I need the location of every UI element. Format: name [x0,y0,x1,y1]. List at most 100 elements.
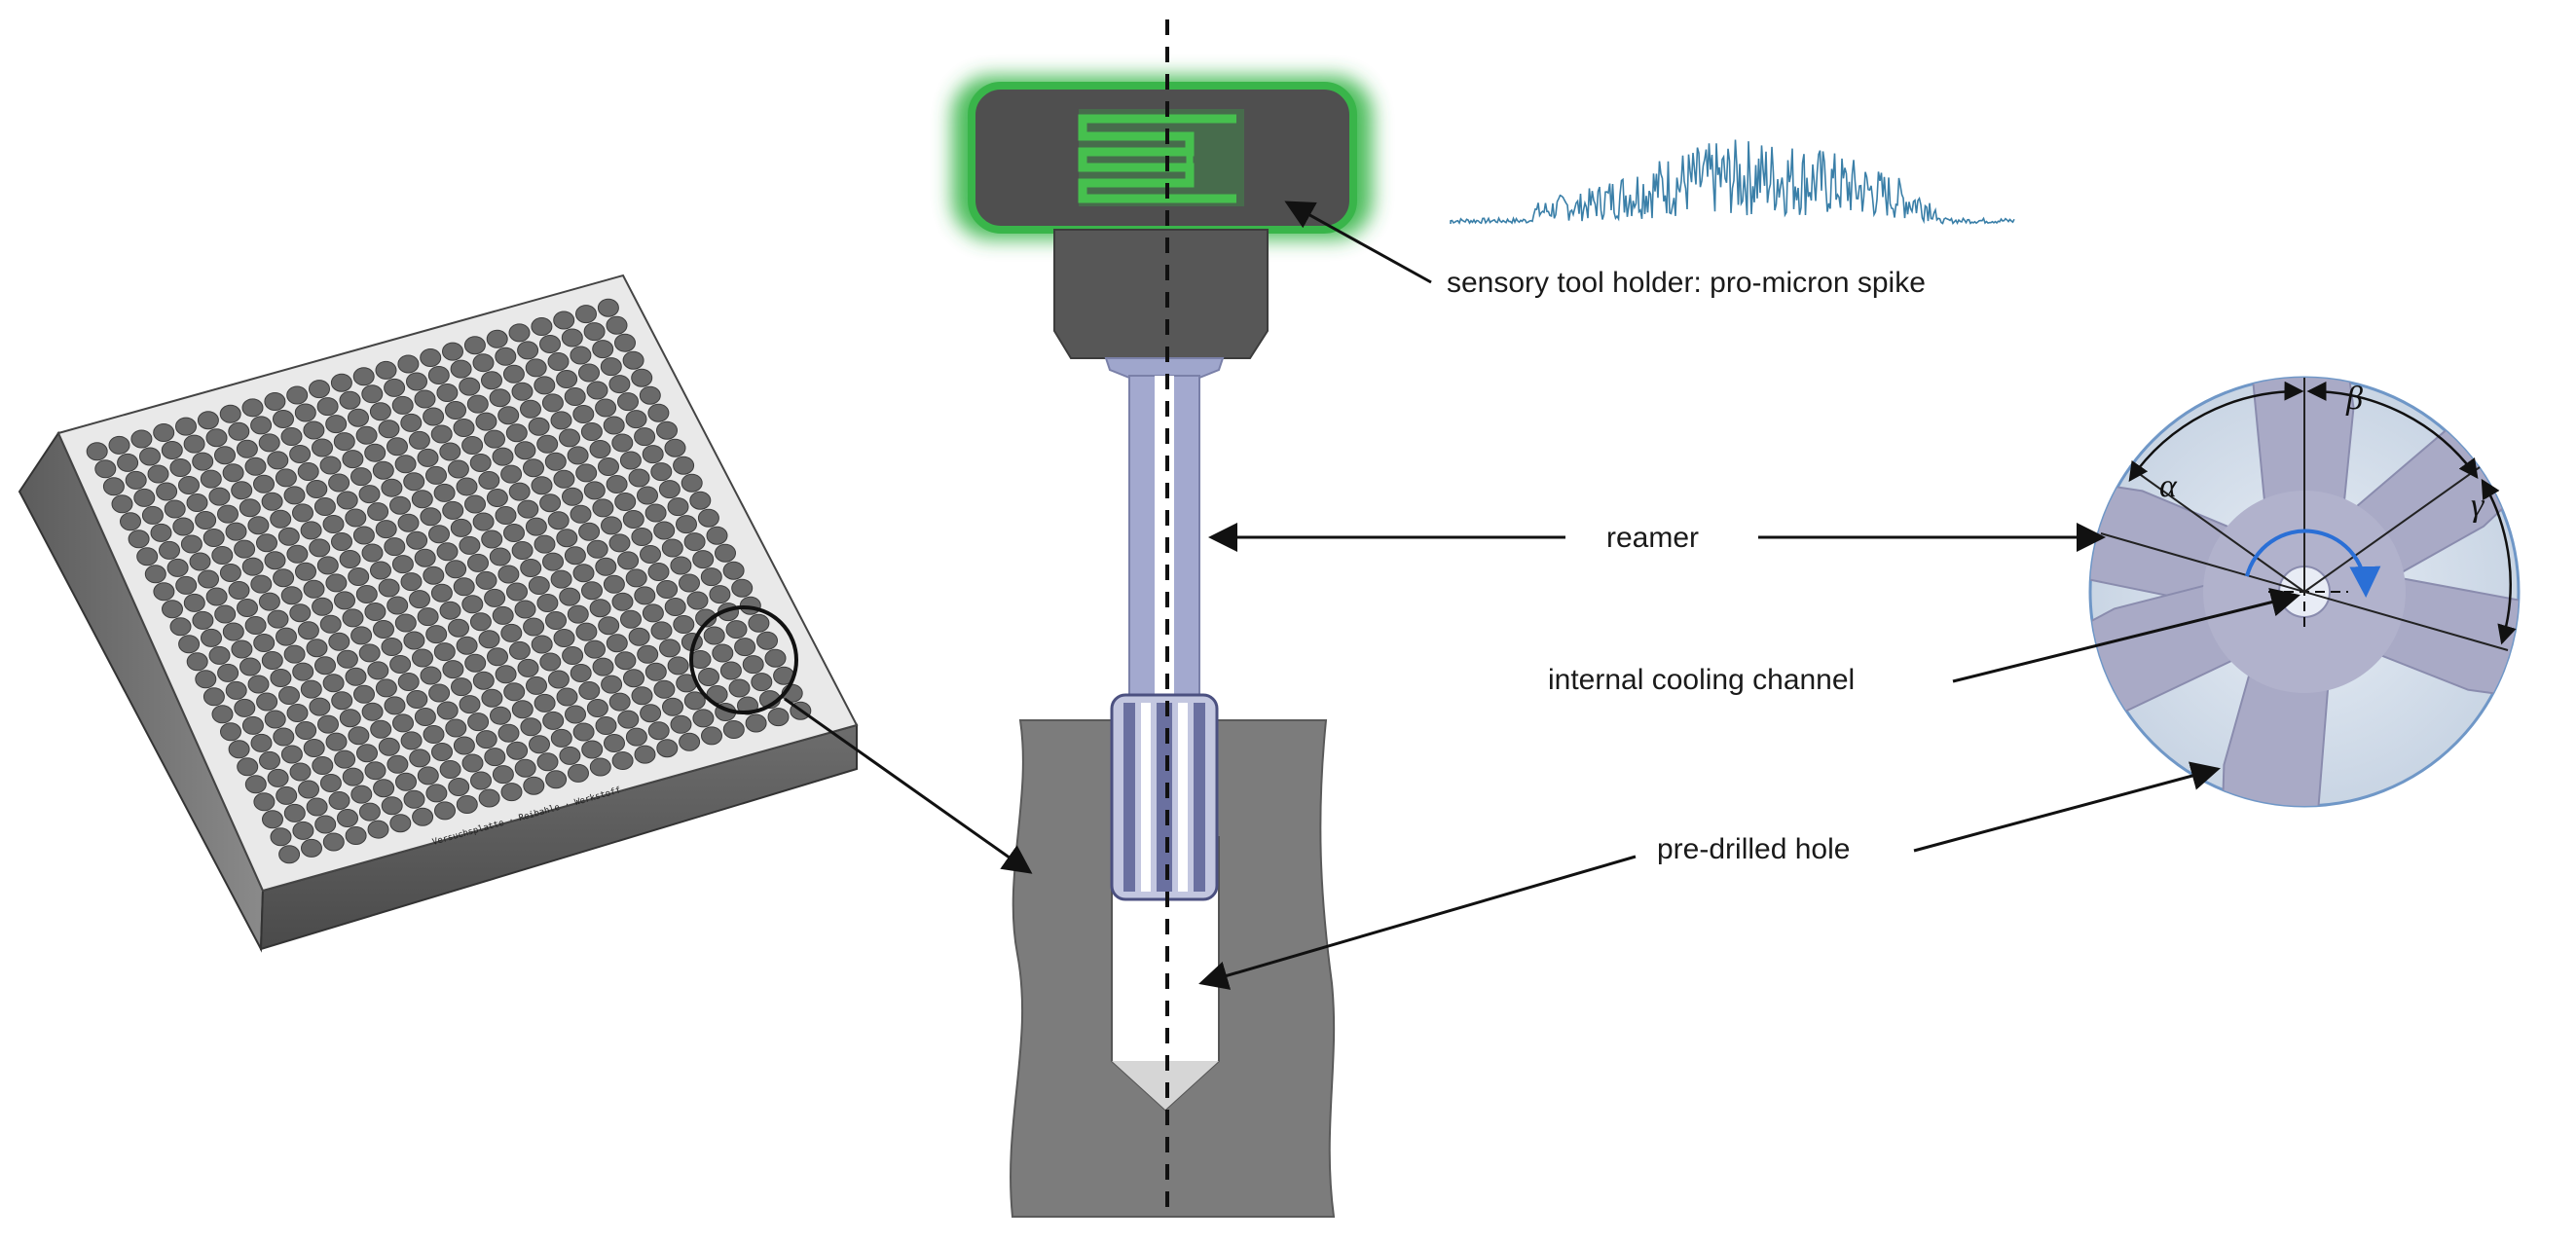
plate-hole [156,482,178,501]
plate-hole [278,845,301,864]
plate-hole [414,708,436,726]
plate-hole [439,760,461,779]
plate-hole [202,529,225,547]
plate-hole [689,491,712,510]
plate-hole [572,405,595,423]
plate-hole [237,757,259,777]
plate-hole [606,315,628,335]
plate-hole [384,537,406,557]
plate-hole [434,801,456,821]
plate-hole [467,553,489,572]
plate-hole [373,779,395,798]
plate-hole [644,503,667,523]
plate-hole [172,517,195,536]
plate-hole [745,713,767,733]
plate-hole [456,636,478,655]
plate-hole [348,408,369,427]
plate-hole [550,411,572,430]
plate-hole [358,643,381,663]
plate-hole [673,615,695,634]
plate-hole [217,504,239,524]
plate-hole [662,697,683,716]
plate-hole [345,508,367,528]
plate-hole [481,371,502,390]
plate-hole [286,385,309,405]
plate-hole [631,686,653,706]
plate-hole [712,643,734,663]
plate-hole [111,494,133,514]
plate-hole [428,683,451,703]
plate-hole [640,545,661,564]
plate-hole [692,550,715,569]
plate-hole [453,577,475,597]
plate-hole [536,752,559,772]
plate-hole [617,392,639,412]
plate-hole [358,485,381,504]
plate-hole [436,701,459,720]
plate-hole [679,732,701,751]
plate-hole [450,518,472,537]
plate-hole [751,673,773,692]
plate-hole [656,420,678,440]
plate-hole [166,558,189,577]
plate-hole [453,419,475,437]
plate-hole [309,380,330,399]
plate-hole [267,609,289,629]
label-tool-holder: sensory tool holder: pro-micron spike [1447,267,1926,299]
plate-hole [698,668,719,686]
plate-hole [581,581,603,601]
plate-hole [608,533,631,553]
plate-hole [136,547,159,566]
plate-hole [336,649,358,669]
plate-hole [428,525,450,544]
plate-hole [475,570,497,590]
arrow-tool-holder [1284,201,1432,284]
plate-hole [619,451,642,470]
plate-hole [253,474,275,493]
plate-hole [578,522,601,541]
label-reamer: reamer [1606,522,1699,554]
plate-hole [492,765,514,785]
plate-hole [433,483,456,502]
plate-hole [222,463,244,483]
label-drilled-hole: pre-drilled hole [1657,833,1850,865]
plate-hole [186,493,208,512]
reamer [1104,357,1225,901]
plate-hole [622,350,644,370]
plate-hole [239,657,261,676]
plate-hole [384,378,406,397]
plate-hole [570,346,592,365]
plate-hole [719,661,742,680]
plate-hole [256,533,277,553]
plate-hole [470,771,492,790]
plate-hole [683,691,706,711]
plate-hole [478,471,500,490]
plate-hole [756,631,778,650]
plate-hole [617,710,640,729]
plate-hole [348,726,370,746]
plate-hole [464,494,486,514]
plate-hole [490,706,511,725]
plate-hole [517,341,539,360]
plate-hole [234,539,256,559]
plate-hole [595,398,617,418]
plate-hole [244,457,267,476]
plate-hole [169,458,192,477]
plate-hole [503,524,525,542]
plate-hole [153,582,175,602]
tooth-line-3 [2303,466,2481,593]
plate-hole [228,581,250,600]
plate-hole [608,375,631,394]
plate-hole [205,587,228,606]
magnifier-circle [689,605,798,714]
arrow-hole-right [1913,761,2221,853]
plate-hole [523,458,544,478]
plate-hole [514,441,536,460]
plate-hole [514,758,536,778]
plate-hole [647,403,670,422]
plate-hole [550,569,572,589]
plate-hole [394,455,417,474]
plate-hole [403,789,425,809]
plate-hole [192,610,214,630]
plate-hole [294,403,316,422]
